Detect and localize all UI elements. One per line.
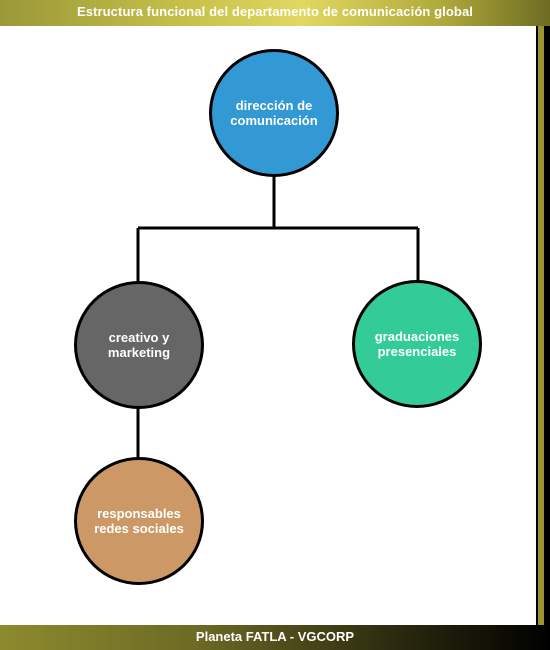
- node-label-line: graduaciones: [374, 329, 460, 344]
- footer-credit: Planeta FATLA - VGCORP: [195, 629, 355, 644]
- page-title: Estructura funcional del departamento de…: [76, 4, 474, 19]
- footer-bar: [0, 625, 550, 650]
- node-graduaciones-presenciales: graduaciones presenciales: [352, 280, 482, 408]
- right-border-bar: [538, 26, 544, 625]
- node-label-line: dirección de: [235, 98, 313, 113]
- header-bar: [0, 0, 550, 26]
- node-label-line: comunicación: [230, 113, 318, 128]
- node-responsables-redes-sociales: responsables redes sociales: [74, 457, 204, 585]
- node-creativo-marketing: creativo y marketing: [74, 281, 204, 409]
- node-label-line: marketing: [107, 345, 171, 360]
- node-label-line: creativo y: [108, 330, 170, 345]
- node-label-line: responsables: [97, 506, 181, 521]
- node-direccion-comunicacion: dirección de comunicación: [209, 49, 339, 177]
- node-label-line: redes sociales: [94, 521, 184, 536]
- node-label-line: presenciales: [377, 344, 457, 359]
